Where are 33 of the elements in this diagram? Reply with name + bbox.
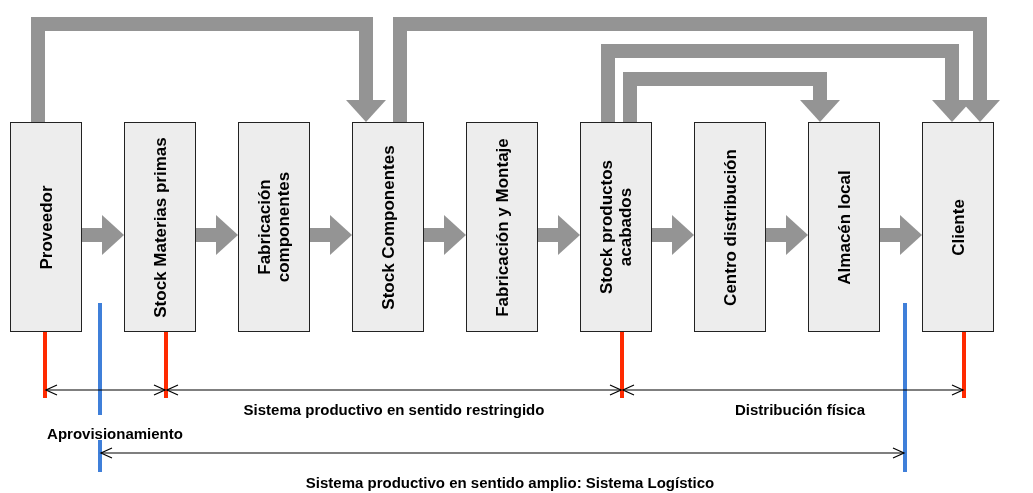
process-box <box>694 122 766 332</box>
process-box <box>466 122 538 332</box>
process-box <box>10 122 82 332</box>
process-box <box>238 122 310 332</box>
block-arrow <box>393 17 1000 122</box>
block-arrow <box>880 215 922 255</box>
block-arrow <box>623 72 840 122</box>
block-arrow <box>766 215 808 255</box>
span-label: Sistema productivo en sentido amplio: Sistema Logístico <box>305 473 715 493</box>
node-label: Proveedor <box>36 184 56 270</box>
block-arrow <box>31 17 386 122</box>
block-arrow <box>424 215 466 255</box>
node-label: Stock productos acabados <box>597 158 635 297</box>
node-label: Stock Componentes <box>378 144 398 310</box>
span-label: Sistema productivo en sentido restringido <box>243 400 545 420</box>
node-label: Almacén local <box>834 169 854 285</box>
span-label: Distribución física <box>735 400 865 420</box>
process-box <box>124 122 196 332</box>
block-arrow <box>652 215 694 255</box>
process-box <box>352 122 424 332</box>
block-arrow <box>82 215 124 255</box>
block-arrow <box>310 215 352 255</box>
process-box <box>922 122 994 332</box>
node-label: Fabricación y Montaje <box>492 137 512 317</box>
node-label: Cliente <box>948 198 968 256</box>
node-label: Centro distribución <box>720 148 740 306</box>
node-label: Stock Materias primas <box>150 136 170 318</box>
block-arrow <box>196 215 238 255</box>
process-box <box>808 122 880 332</box>
process-box <box>580 122 652 332</box>
span-label: Aprovisionamiento <box>47 424 183 444</box>
node-label: Fabricación componentes <box>255 170 293 285</box>
block-arrow <box>538 215 580 255</box>
